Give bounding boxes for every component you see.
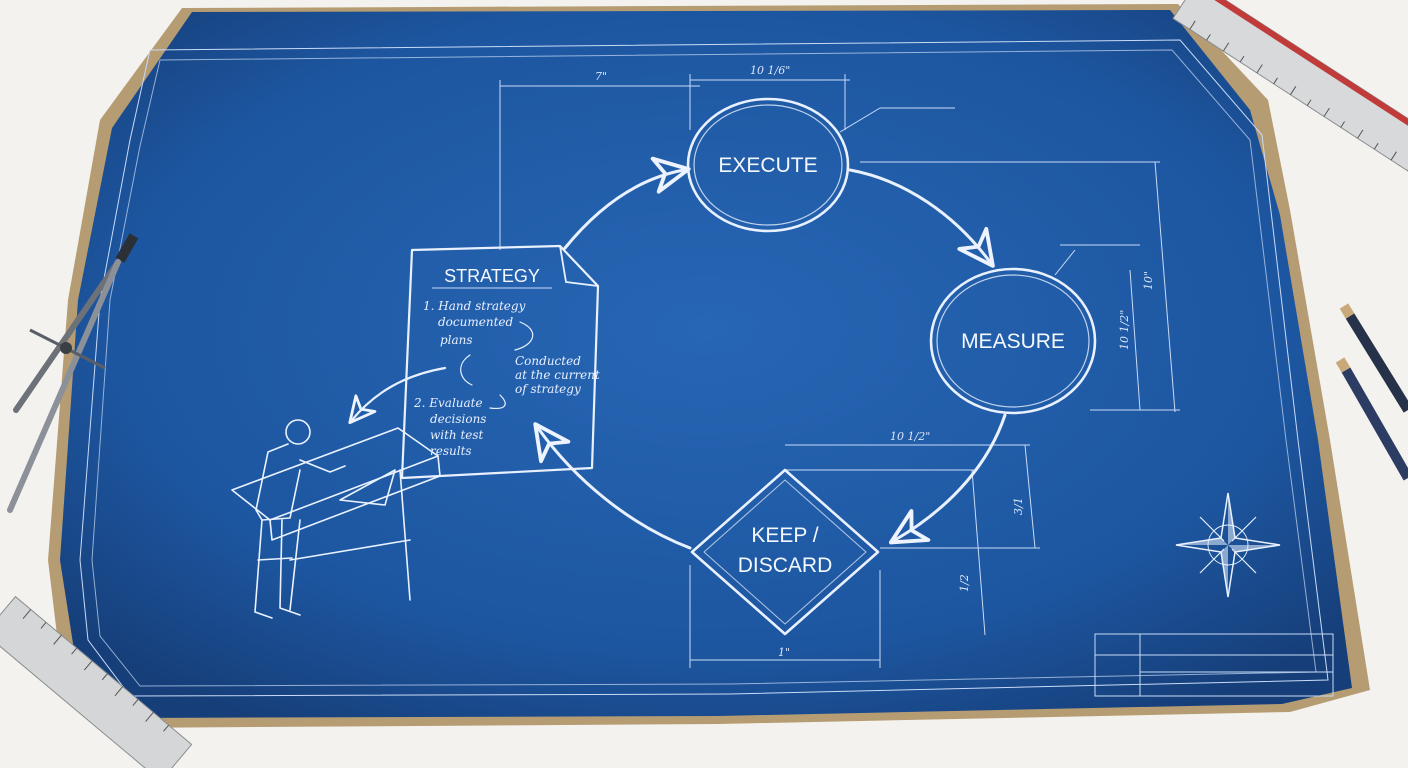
arrow-keep-to-strategy xyxy=(533,422,692,550)
dim-bottom: 1" xyxy=(778,646,790,659)
note-line-1: 1. Hand strategy xyxy=(423,299,526,313)
arrow-execute-to-measure xyxy=(848,168,995,268)
drafter-figure-icon xyxy=(231,419,441,619)
measure-node: MEASURE xyxy=(929,267,1097,415)
note-line-7: results xyxy=(430,444,472,458)
dim-top-left: 7" xyxy=(595,70,607,83)
dim-mid: 10 1/2" xyxy=(890,430,930,443)
note-side-2: at the current xyxy=(515,368,600,382)
dim-top-right: 10 1/6" xyxy=(750,64,790,77)
keep-discard-node: KEEP / DISCARD xyxy=(690,468,880,636)
note-side-1: Conducted xyxy=(515,354,581,368)
note-line-4: 2. Evaluate xyxy=(413,396,483,410)
ruler-icon xyxy=(0,595,193,768)
execute-label: EXECUTE xyxy=(718,154,817,177)
arrow-strategy-to-execute xyxy=(563,156,691,250)
dim-side-lower: 1/2 xyxy=(958,574,971,592)
strategy-document: STRATEGY 1. Hand strategy documented pla… xyxy=(400,244,600,480)
discard-label: DISCARD xyxy=(738,554,833,577)
note-line-6: with test xyxy=(430,428,484,442)
measure-label: MEASURE xyxy=(961,330,1065,353)
note-squiggle-arrow-icon xyxy=(514,321,534,351)
note-side-3: of strategy xyxy=(515,382,581,396)
execute-node: EXECUTE xyxy=(686,97,850,233)
dim-right-inner: 10 1/2" xyxy=(1118,310,1131,350)
compass-rose-icon xyxy=(1175,492,1281,598)
keep-label: KEEP / xyxy=(751,524,818,547)
note-line-5: decisions xyxy=(430,412,486,426)
pencil-icon xyxy=(1335,303,1408,481)
dim-right-outer: 10" xyxy=(1142,271,1155,290)
ruler-icon xyxy=(1172,0,1408,199)
dim-side-small: 3/1 xyxy=(1012,497,1025,515)
cycle-arrows xyxy=(348,156,1007,550)
note-line-3: plans xyxy=(440,333,473,347)
arrow-to-drafter xyxy=(348,366,447,425)
arrow-measure-to-keep xyxy=(888,413,1007,545)
title-block xyxy=(1094,633,1334,697)
drawing-compass-icon xyxy=(7,233,139,513)
blueprint-sheet xyxy=(60,10,1352,718)
strategy-title: STRATEGY xyxy=(444,266,540,286)
dimension-labels: 7" 10 1/6" 10" 10 1/2" 10 1/2" 3/1 1/2 1… xyxy=(595,64,1155,659)
note-line-2: documented xyxy=(438,315,513,329)
dimension-lines xyxy=(499,74,1180,668)
